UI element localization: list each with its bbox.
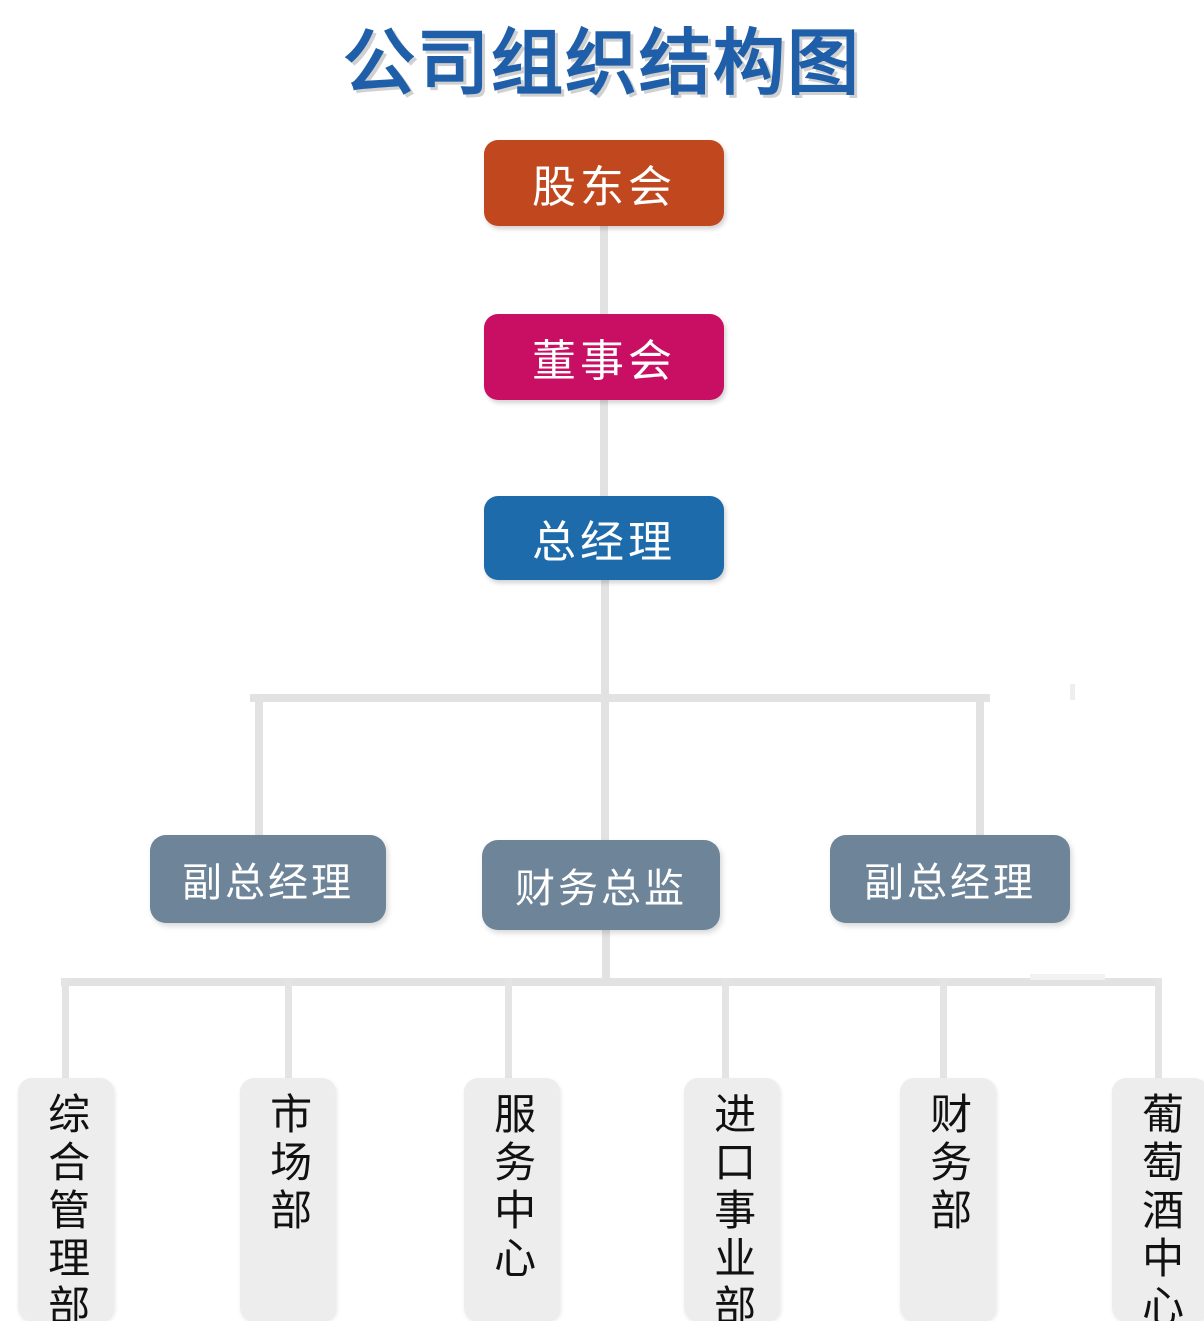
- node-vice-general-manager-left[interactable]: 副总经理: [150, 835, 386, 923]
- node-department-finance-label: 财务部: [924, 1092, 972, 1236]
- node-department-service-center-label: 服务中心: [488, 1092, 536, 1284]
- connector-shareholders-to-board: [600, 226, 608, 316]
- node-board-of-directors-label: 董事会: [532, 337, 676, 386]
- node-department-wine-center[interactable]: 葡萄酒中心: [1112, 1078, 1204, 1321]
- connector-artifact-mark: [1070, 684, 1075, 700]
- node-shareholders-label: 股东会: [532, 163, 676, 212]
- page-title: 公司组织结构图: [342, 24, 861, 104]
- connector-drop-dept-4: [940, 978, 947, 1082]
- node-finance-director-label: 财务总监: [515, 867, 687, 911]
- node-department-marketing[interactable]: 市场部: [240, 1078, 336, 1321]
- node-vice-general-manager-left-label: 副总经理: [182, 861, 354, 905]
- connector-drop-dept-5: [1155, 978, 1162, 1082]
- connector-cfo-drop: [602, 930, 610, 982]
- connector-drop-dept-1: [285, 978, 292, 1082]
- node-vice-general-manager-right[interactable]: 副总经理: [830, 835, 1070, 923]
- node-department-service-center[interactable]: 服务中心: [464, 1078, 560, 1321]
- node-department-import-division-label: 进口事业部: [708, 1092, 756, 1321]
- connector-drop-vgm-left: [255, 694, 263, 840]
- connector-board-to-gm: [600, 400, 608, 498]
- connector-drop-vgm-right: [976, 694, 984, 840]
- connector-bus-departments: [61, 978, 1161, 986]
- connector-bus-artifact-mark: [1030, 974, 1105, 980]
- node-finance-director[interactable]: 财务总监: [482, 840, 720, 930]
- connector-drop-cfo: [601, 694, 609, 844]
- node-board-of-directors[interactable]: 董事会: [484, 314, 724, 400]
- node-department-import-division[interactable]: 进口事业部: [684, 1078, 780, 1321]
- node-general-manager[interactable]: 总经理: [484, 496, 724, 580]
- node-vice-general-manager-right-label: 副总经理: [864, 861, 1036, 905]
- connector-drop-dept-0: [62, 978, 69, 1082]
- connector-drop-dept-2: [505, 978, 512, 1082]
- connector-bus-executives: [250, 694, 990, 702]
- node-department-general-management-label: 综合管理部: [42, 1092, 90, 1321]
- connector-gm-drop: [601, 580, 609, 700]
- node-department-finance[interactable]: 财务部: [900, 1078, 996, 1321]
- node-department-marketing-label: 市场部: [264, 1092, 312, 1236]
- connector-drop-dept-3: [722, 978, 729, 1082]
- node-department-wine-center-label: 葡萄酒中心: [1136, 1092, 1184, 1321]
- node-general-manager-label: 总经理: [532, 518, 676, 567]
- node-department-general-management[interactable]: 综合管理部: [18, 1078, 114, 1321]
- node-shareholders[interactable]: 股东会: [484, 140, 724, 226]
